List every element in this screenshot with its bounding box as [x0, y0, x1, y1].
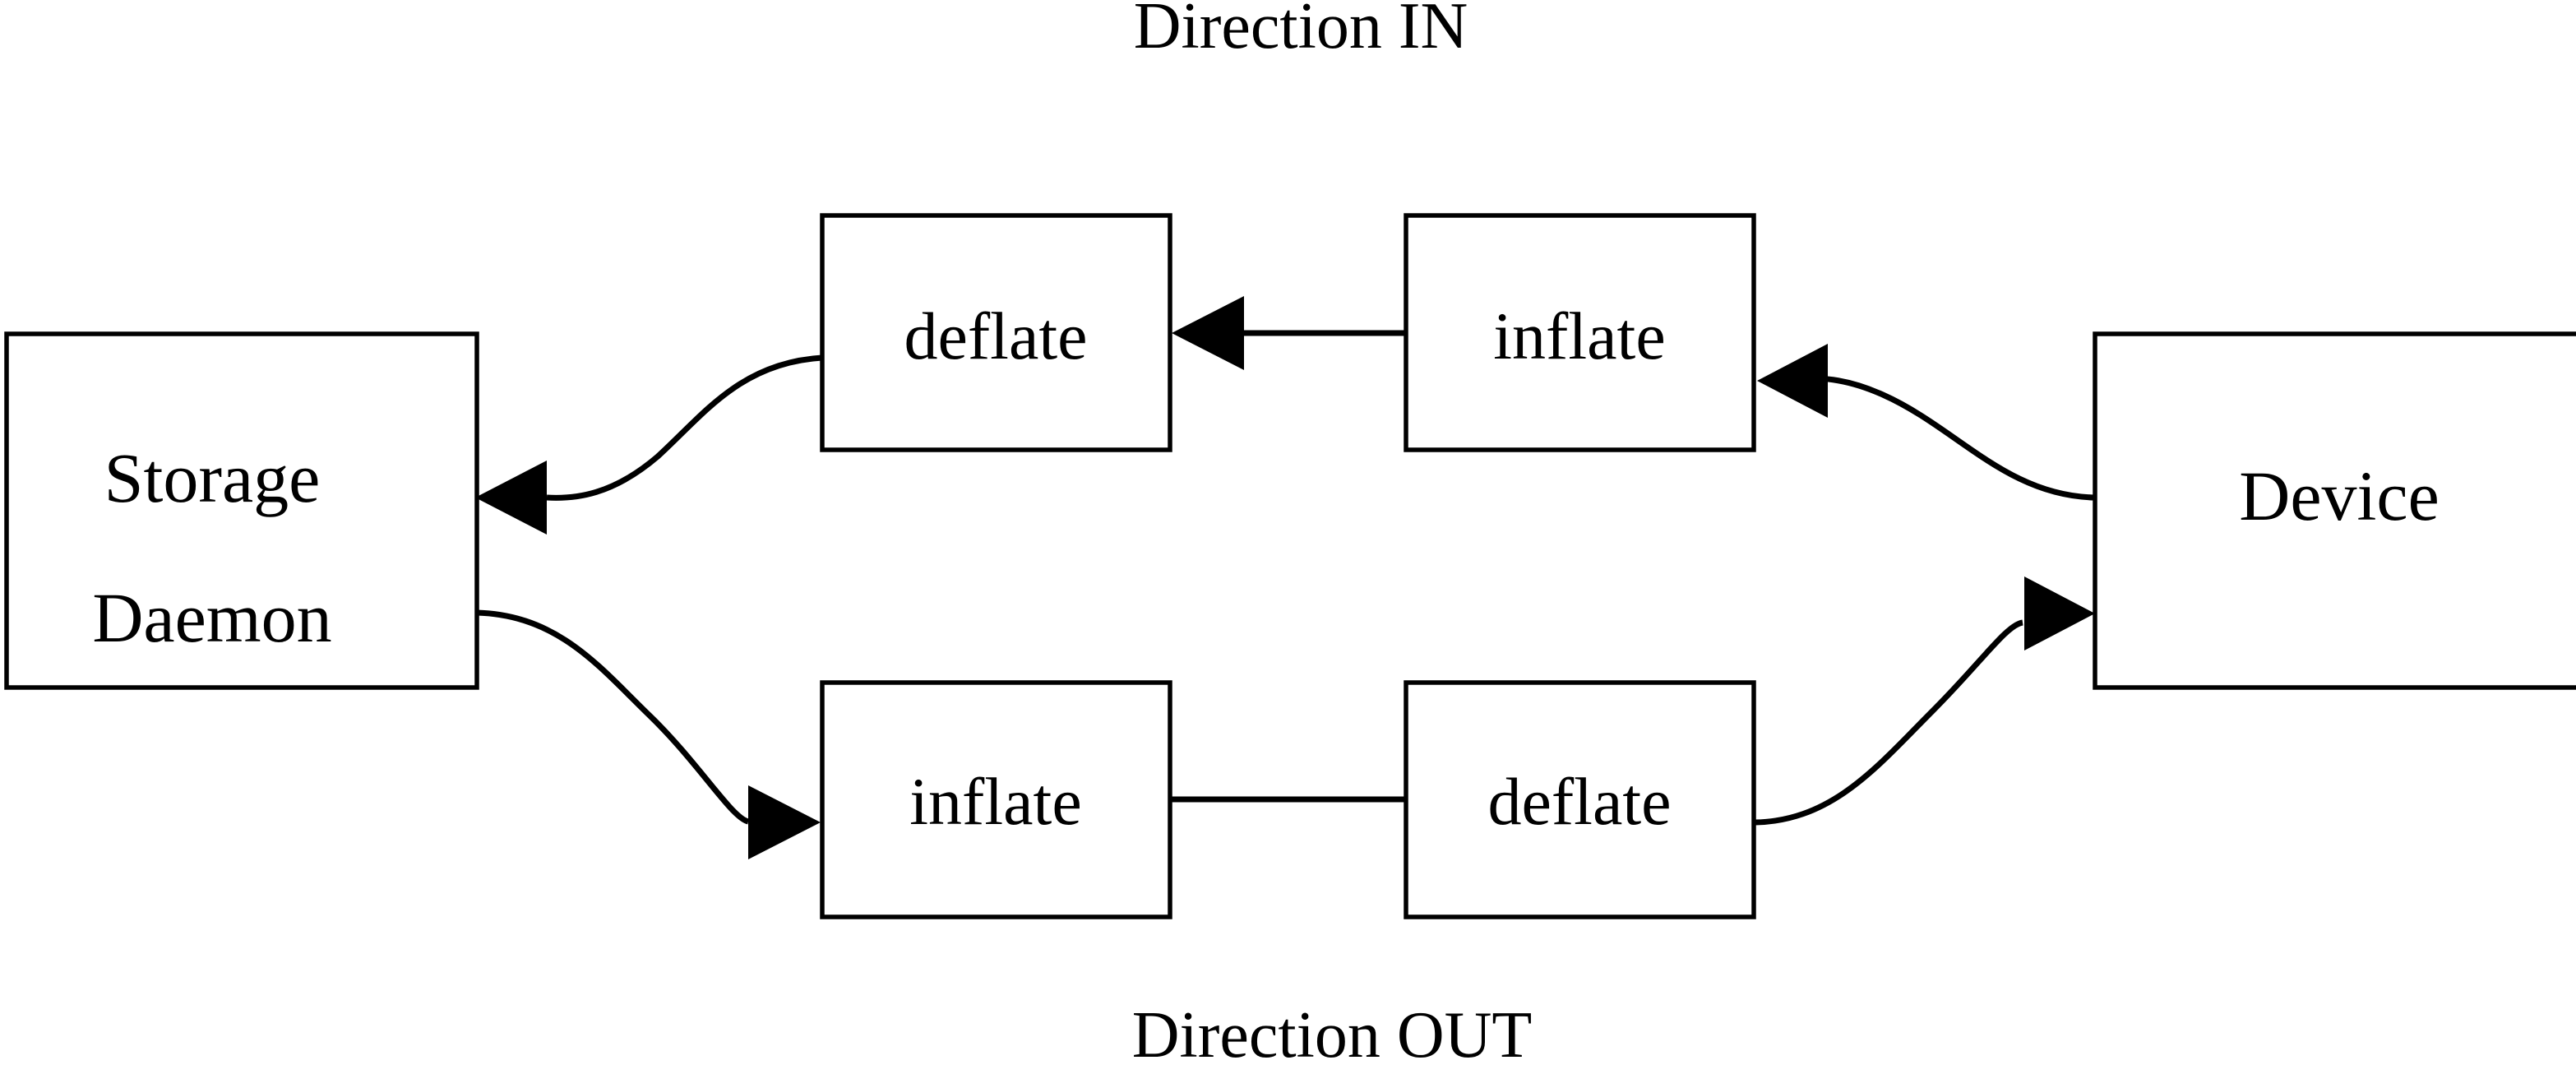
- node-inflate-out-label: inflate: [909, 764, 1081, 839]
- edge-storage-daemon-to-inflate-out: [476, 609, 821, 859]
- node-device-box[interactable]: [2093, 331, 2576, 690]
- caption-direction-in: Direction IN: [1134, 0, 1468, 63]
- node-deflate-out-box[interactable]: [1404, 680, 1756, 919]
- arrowhead-right-icon: [748, 785, 821, 859]
- node-device-label: Device: [2239, 456, 2440, 535]
- edge-deflate-in-to-storage-daemon: [475, 354, 823, 535]
- node-deflate-out[interactable]: deflate: [1404, 680, 1756, 919]
- node-deflate-in-box[interactable]: [820, 213, 1172, 452]
- arrowhead-right-icon: [2024, 576, 2095, 650]
- arrowhead-left-icon: [475, 461, 547, 535]
- edge-deflate-out-to-device: [1755, 576, 2095, 826]
- caption-direction-out: Direction OUT: [1132, 999, 1533, 1072]
- node-inflate-in-label: inflate: [1493, 299, 1665, 373]
- node-device[interactable]: Device: [2093, 331, 2576, 690]
- node-storage-daemon[interactable]: Storage Daemon: [4, 331, 479, 690]
- node-storage-daemon-label-line1: Storage: [104, 438, 321, 517]
- node-deflate-out-label: deflate: [1487, 764, 1671, 839]
- node-inflate-out-box[interactable]: [820, 680, 1172, 919]
- node-inflate-out[interactable]: inflate: [820, 680, 1172, 919]
- arrowhead-left-icon: [1757, 344, 1828, 418]
- node-inflate-in[interactable]: inflate: [1404, 213, 1756, 452]
- arrowhead-left-icon: [1172, 296, 1244, 370]
- node-storage-daemon-box[interactable]: [4, 331, 479, 690]
- node-inflate-in-box[interactable]: [1404, 213, 1756, 452]
- edge-device-to-inflate-in: [1757, 344, 2096, 501]
- node-deflate-in[interactable]: deflate: [820, 213, 1172, 452]
- node-deflate-in-label: deflate: [904, 299, 1087, 373]
- node-storage-daemon-label-line2: Daemon: [92, 578, 331, 657]
